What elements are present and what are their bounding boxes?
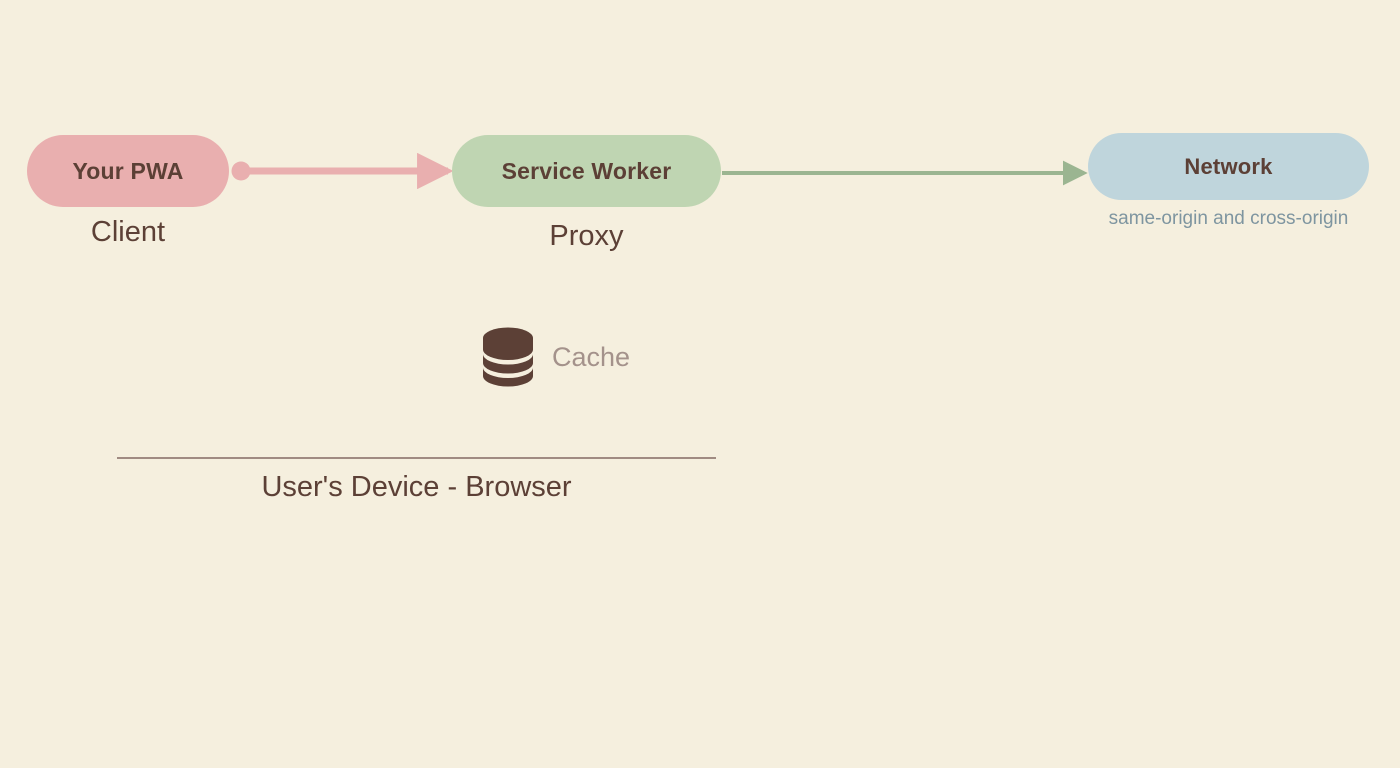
database-icon xyxy=(483,327,533,387)
node-service-worker[interactable]: Service Worker xyxy=(452,135,721,207)
node-network[interactable]: Network xyxy=(1088,133,1369,200)
cache-group[interactable]: Cache xyxy=(482,327,630,387)
device-boundary-line xyxy=(117,457,716,459)
node-network-label: Network xyxy=(1184,153,1273,179)
caption-network-origins: same-origin and cross-origin xyxy=(1108,208,1349,229)
cache-label: Cache xyxy=(552,341,631,372)
connector-start-dot-icon xyxy=(231,161,251,181)
node-your-pwa[interactable]: Your PWA xyxy=(27,135,229,207)
caption-proxy: Proxy xyxy=(549,220,624,252)
device-boundary-label: User's Device - Browser xyxy=(261,471,572,503)
node-service-worker-label: Service Worker xyxy=(501,157,672,184)
connector-pwa-to-service-worker xyxy=(231,152,454,190)
node-your-pwa-label: Your PWA xyxy=(72,157,184,184)
caption-client: Client xyxy=(90,216,166,248)
